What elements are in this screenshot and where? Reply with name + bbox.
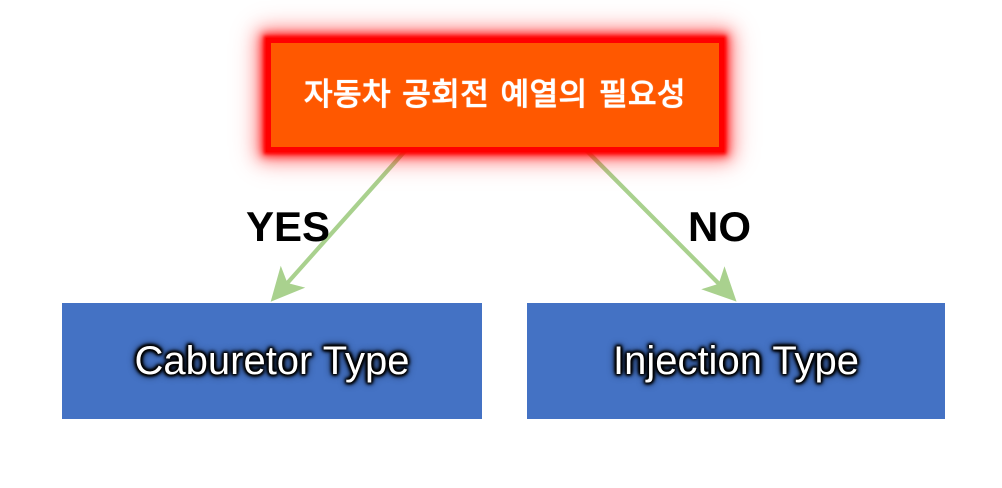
decision-node-label: 자동차 공회전 예열의 필요성 (303, 76, 687, 113)
outcome-node-label: Caburetor Type (134, 339, 410, 383)
outcome-node-label: Injection Type (612, 339, 860, 383)
outcome-node-caburetor[interactable]: Caburetor Type (62, 303, 482, 419)
decision-node-root[interactable]: 자동차 공회전 예열의 필요성 (266, 38, 724, 152)
branch-label-yes: YES (246, 203, 331, 250)
outcome-node-injection[interactable]: Injection Type (527, 303, 945, 419)
branch-label-no: NO (688, 203, 751, 250)
